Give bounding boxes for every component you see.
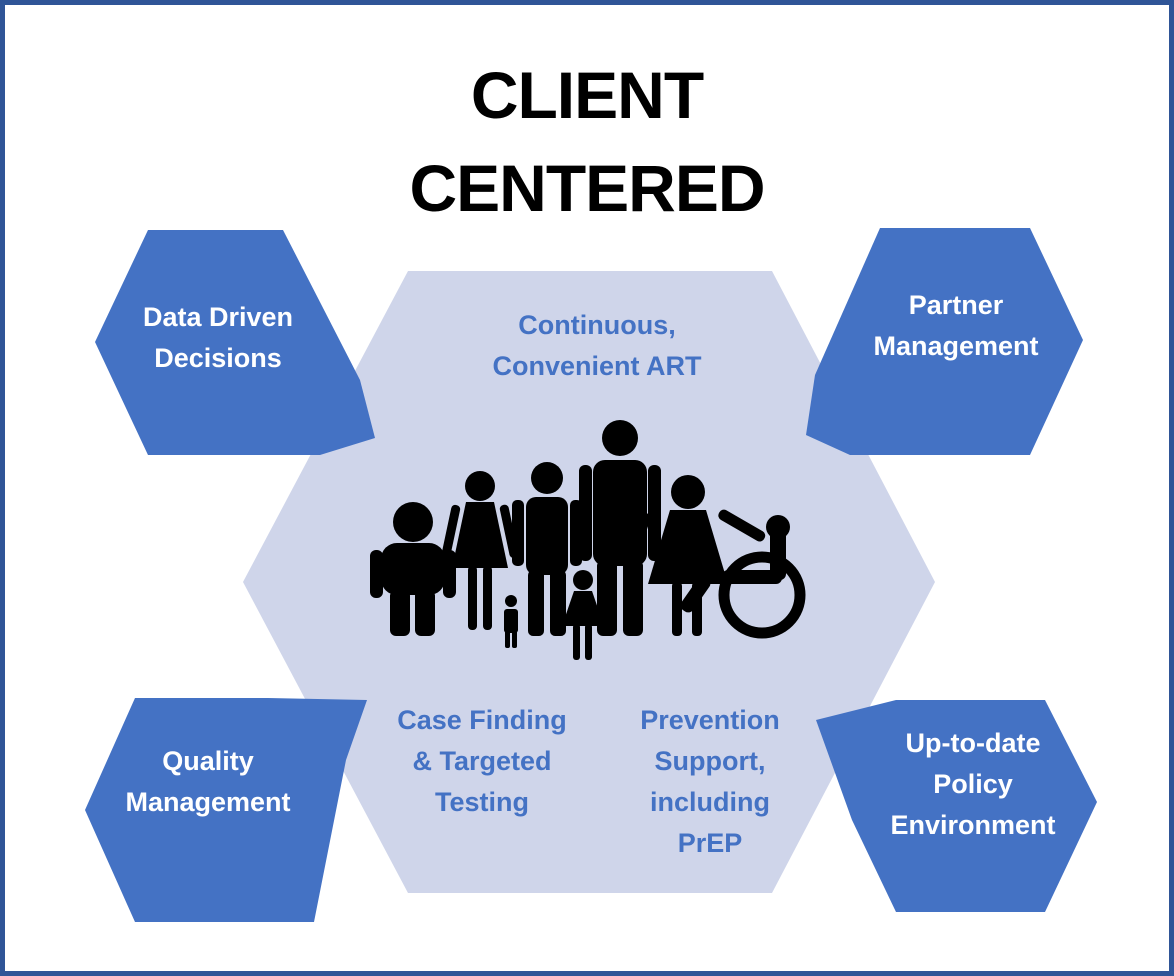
center-bottom-right-label-line: Support,: [654, 746, 766, 776]
center-top-label: Continuous, Convenient ART: [447, 305, 747, 387]
center-bottom-right-label: Prevention Support, including PrEP: [600, 700, 820, 864]
center-bottom-right-label-line: PrEP: [677, 828, 743, 858]
center-bottom-right-label-line: Prevention: [640, 705, 780, 735]
top-left-label: Data Driven Decisions: [98, 297, 338, 379]
bottom-right-label-line: Policy: [933, 769, 1013, 799]
top-left-label-line: Decisions: [154, 343, 282, 373]
top-left-hexagon: [95, 230, 375, 455]
title-line-2: CENTERED: [409, 151, 765, 225]
person-woman-1-icon: [441, 471, 519, 630]
center-bottom-left-label-line: Case Finding: [397, 705, 567, 735]
top-right-hexagon: [806, 228, 1083, 455]
bottom-right-label: Up-to-date Policy Environment: [853, 723, 1093, 846]
person-child-2-icon: [562, 570, 604, 660]
person-adult-1-icon: [370, 502, 456, 636]
center-bottom-left-label-line: & Targeted: [412, 746, 552, 776]
bottom-left-label-line: Quality: [162, 746, 254, 776]
bottom-right-hexagon: [816, 700, 1097, 912]
top-left-label-line: Data Driven: [142, 302, 294, 332]
center-top-label-line: Convenient ART: [492, 351, 702, 381]
title-line-1: CLIENT: [470, 58, 704, 132]
center-bottom-left-label-line: Testing: [435, 787, 529, 817]
person-child-1-icon: [504, 595, 518, 648]
person-woman-2-icon: [623, 475, 766, 636]
center-bottom-right-label-line: including: [650, 787, 770, 817]
top-right-label: Partner Management: [836, 285, 1076, 367]
bottom-right-label-line: Environment: [890, 810, 1056, 840]
bottom-left-label: Quality Management: [88, 741, 328, 823]
bottom-left-hexagon: [85, 698, 367, 922]
wheelchair-icon: [680, 515, 806, 639]
center-bottom-left-label: Case Finding & Targeted Testing: [362, 700, 602, 823]
top-right-label-line: Management: [873, 331, 1039, 361]
top-right-label-line: Partner: [908, 290, 1004, 320]
center-top-label-line: Continuous,: [518, 310, 676, 340]
bottom-right-label-line: Up-to-date: [905, 728, 1041, 758]
bottom-left-label-line: Management: [125, 787, 291, 817]
family-people-icon: [370, 420, 806, 660]
